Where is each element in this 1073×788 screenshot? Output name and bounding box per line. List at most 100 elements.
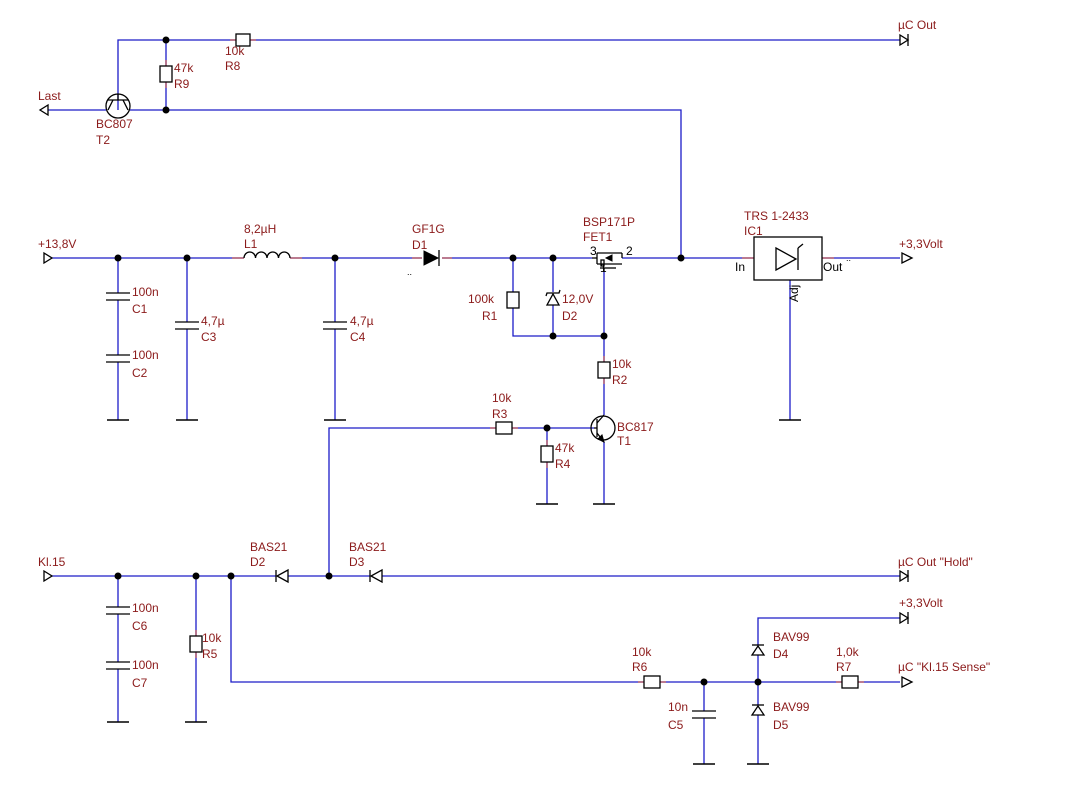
label-r3-value: 10k: [492, 391, 512, 405]
capacitor-c5: [692, 710, 716, 719]
wires: [48, 39, 900, 764]
label-c2-name: C2: [132, 366, 148, 380]
port-arrows: [38, 33, 914, 689]
label-zener-name: D2: [562, 309, 578, 323]
label-fet1-pin1: 1: [600, 261, 607, 275]
label-zener-value: 12,0V: [562, 292, 593, 306]
resistor-r4: [540, 445, 554, 463]
label-l1-name: L1: [244, 237, 258, 251]
label-r1-value: 100k: [468, 292, 495, 306]
port-arrow-3v3-ref: [899, 611, 910, 625]
label-t2-value: BC807: [96, 117, 133, 131]
svg-text:..: ..: [846, 253, 851, 263]
net-label-3v3-ref: +3,3Volt: [899, 596, 943, 610]
resistor-r3: [495, 421, 513, 435]
label-fet1-value: BSP171P: [583, 215, 635, 229]
junction-dots: [114, 36, 762, 686]
net-label-kl15-sense: µC "Kl.15 Sense": [898, 660, 990, 674]
capacitor-c3: [175, 321, 199, 330]
label-r7-value: 1,0k: [836, 645, 860, 659]
label-t1-value: BC817: [617, 420, 654, 434]
label-r4-name: R4: [555, 457, 571, 471]
label-c6-name: C6: [132, 619, 148, 633]
label-c4-name: C4: [350, 330, 366, 344]
inductor-l1: [243, 251, 291, 259]
port-arrow-last: [38, 103, 49, 117]
net-label-last: Last: [38, 89, 61, 103]
port-arrow-kl15: [43, 569, 54, 583]
label-r6-name: R6: [632, 660, 648, 674]
regulator-ic1: ..: [753, 236, 851, 281]
port-arrow-vin: [43, 251, 54, 265]
label-d3-value: BAS21: [349, 540, 387, 554]
transistor-t1: [590, 414, 616, 443]
diode-d2-bas21: [275, 568, 289, 584]
label-c2-value: 100n: [132, 348, 159, 362]
label-c5-name: C5: [668, 718, 684, 732]
capacitor-c1: [106, 292, 130, 301]
label-d1-value: GF1G: [412, 222, 445, 236]
port-arrow-uc-out: [899, 33, 910, 47]
label-c3-value: 4,7µ: [201, 314, 225, 328]
label-r7-name: R7: [836, 660, 852, 674]
label-d3-name: D3: [349, 555, 365, 569]
resistor-r8: [235, 33, 251, 47]
transistor-t2: [105, 93, 131, 119]
label-r3-name: R3: [492, 407, 508, 421]
capacitor-c7: [106, 661, 130, 670]
label-d5-name: D5: [773, 718, 789, 732]
label-d4-name: D4: [773, 647, 789, 661]
diode-d3-bas21: [369, 568, 383, 584]
capacitor-c2: [106, 354, 130, 363]
pin-leads: [165, 39, 864, 683]
label-c7-name: C7: [132, 676, 148, 690]
zener-diode-d2: [545, 289, 561, 306]
diode-d1: ..: [407, 250, 440, 277]
label-c6-value: 100n: [132, 601, 159, 615]
label-r4-value: 47k: [555, 441, 575, 455]
label-r9-value: 47k: [174, 61, 194, 75]
label-d2-value: BAS21: [250, 540, 288, 554]
port-arrow-uc-out-hold: [899, 569, 910, 583]
label-t2-name: T2: [96, 133, 110, 147]
resistor-r6: [643, 675, 661, 689]
net-label-vin: +13,8V: [38, 237, 76, 251]
resistor-r5: [189, 635, 203, 653]
label-ic1-value: TRS 1-2433: [744, 209, 809, 223]
label-ic1-in: In: [735, 260, 745, 274]
label-fet1-pin2: 2: [626, 244, 633, 258]
mosfet-fet1: [592, 252, 623, 272]
net-label-uc-out: µC Out: [898, 18, 937, 32]
label-r8-value: 10k: [225, 44, 245, 58]
label-l1-value: 8,2µH: [244, 222, 276, 236]
diode-d5: [750, 704, 766, 716]
label-d4-value: BAV99: [773, 630, 810, 644]
label-d5-value: BAV99: [773, 700, 810, 714]
label-d2-name: D2: [250, 555, 266, 569]
net-label-3v3-out: +3,3Volt: [899, 237, 943, 251]
label-ic1-out: Out: [823, 260, 843, 274]
net-label-kl15: Kl.15: [38, 555, 66, 569]
label-r1-name: R1: [482, 309, 498, 323]
label-r5-name: R5: [202, 647, 218, 661]
label-r8-name: R8: [225, 59, 241, 73]
label-c7-value: 100n: [132, 658, 159, 672]
resistor-r2: [597, 361, 611, 379]
label-r6-value: 10k: [632, 645, 652, 659]
label-fet1-pin3: 3: [590, 244, 597, 258]
label-r2-name: R2: [612, 373, 628, 387]
label-ic1-name: IC1: [744, 224, 763, 238]
port-arrow-3v3-out: [901, 251, 914, 265]
label-c4-value: 4,7µ: [350, 314, 374, 328]
label-d1-name: D1: [412, 238, 428, 252]
svg-text:..: ..: [407, 267, 412, 277]
label-r5-value: 10k: [202, 631, 222, 645]
label-c1-name: C1: [132, 302, 148, 316]
label-c1-value: 100n: [132, 285, 159, 299]
resistor-r1: [506, 291, 520, 309]
diode-d4: [750, 644, 766, 656]
resistor-r9: [159, 65, 173, 83]
label-fet1-name: FET1: [583, 230, 613, 244]
label-ic1-adj: Adj: [787, 285, 801, 302]
